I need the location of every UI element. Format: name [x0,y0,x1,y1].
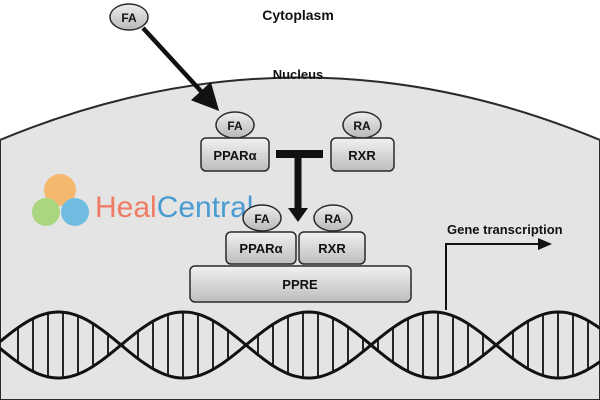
svg-text:PPARα: PPARα [213,148,256,163]
rxr-receptor: RXR [330,137,395,172]
svg-text:PPRE: PPRE [282,277,318,292]
rxr-complex: RXR [298,231,366,265]
gene-transcription-arrow [445,238,552,310]
svg-text:RXR: RXR [348,148,376,163]
healcentral-watermark: HealCentral [32,174,253,226]
svg-text:HealCentral: HealCentral [95,191,253,224]
svg-text:RA: RA [324,212,342,226]
fa-ligand-outside: FA [109,3,149,31]
watermark-logo-icon [32,174,89,226]
cytoplasm-label: Cytoplasm [262,7,334,23]
svg-text:RXR: RXR [318,241,346,256]
dna-strand-2 [0,310,600,380]
svg-text:RA: RA [353,119,371,133]
ppre-element: PPRE [189,265,412,303]
ra-ligand-bound: RA [342,111,382,139]
svg-text:FA: FA [254,212,270,226]
ra-ligand-complex: RA [313,204,353,232]
fa-ligand-complex: FA [242,204,282,232]
dna-strand-1 [0,310,600,380]
nucleus-label: Nucleus [273,67,324,82]
ppar-alpha-receptor: PPARα [200,137,270,172]
dimerization-arrow [276,150,323,222]
svg-text:FA: FA [227,119,243,133]
svg-text:PPARα: PPARα [239,241,282,256]
dna-double-helix [0,310,600,380]
ppar-alpha-complex: PPARα [225,231,297,265]
gene-transcription-label: Gene transcription [447,222,563,237]
fa-entry-arrow [141,26,220,111]
fa-ligand-bound: FA [215,111,255,139]
svg-text:FA: FA [121,11,137,25]
